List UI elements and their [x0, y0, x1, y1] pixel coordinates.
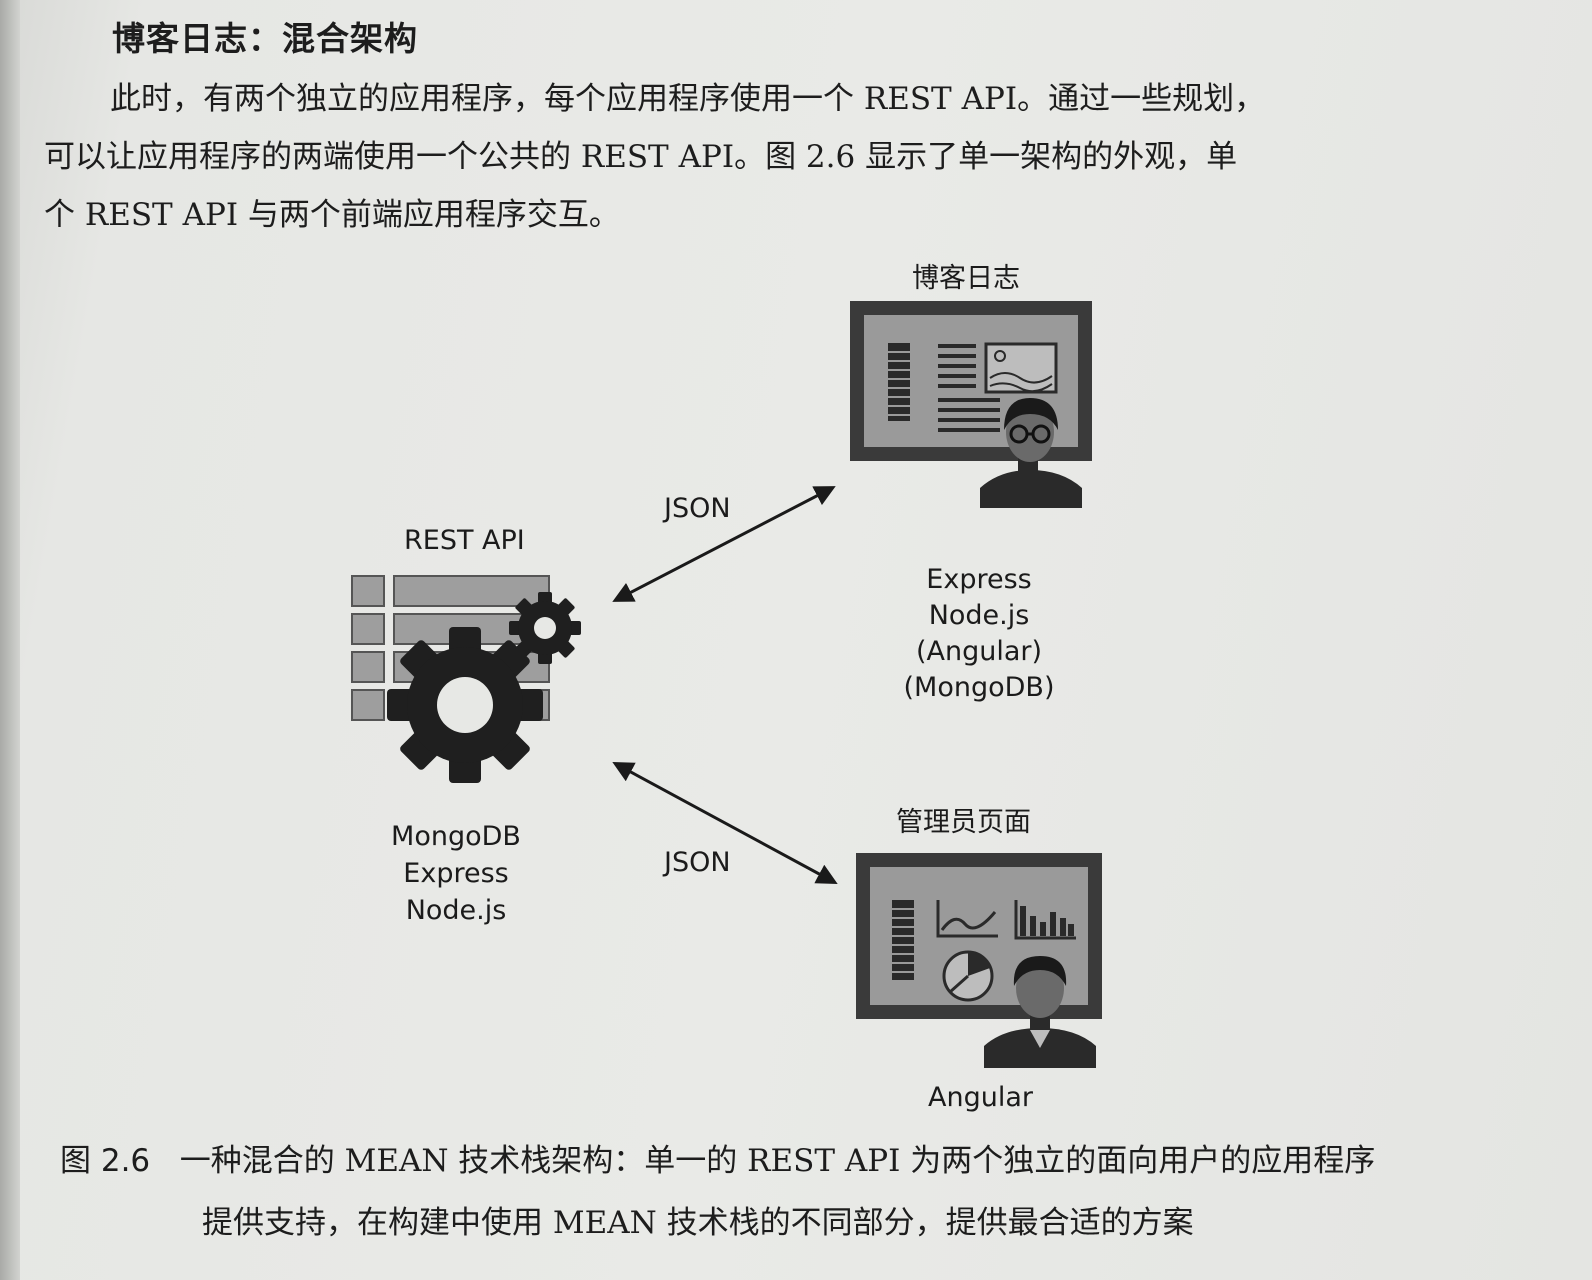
admin-stack-item: Angular: [928, 1082, 1033, 1113]
blog-title: 博客日志: [912, 263, 1020, 294]
rest-api-label: REST API: [404, 525, 525, 556]
json-label-top: JSON: [664, 493, 731, 524]
figure-number: 图 2.6: [60, 1143, 151, 1179]
admin-screen-icon: [856, 853, 1102, 1019]
api-stack-list: MongoDB Express Node.js: [380, 818, 532, 929]
big-gear-icon: [387, 627, 543, 783]
json-label-bottom: JSON: [664, 847, 731, 878]
caption-line-2: 提供支持，在构建中使用 MEAN 技术栈的不同部分，提供最合适的方案: [202, 1205, 1194, 1241]
caption-line-1: 一种混合的 MEAN 技术栈架构：单一的 REST API 为两个独立的面向用户…: [179, 1143, 1376, 1179]
blog-stack-item: Node.js: [928, 600, 1030, 631]
small-gear-icon: [509, 592, 581, 664]
blog-stack-item: Express: [926, 564, 1032, 595]
book-spine-shadow: [0, 0, 20, 1280]
json-arrow-blog: [612, 486, 836, 602]
section-heading: 博客日志：混合架构: [112, 19, 418, 58]
api-stack-item: Express: [403, 858, 509, 889]
admin-title: 管理员页面: [896, 807, 1031, 838]
blog-screen-icon: [850, 301, 1092, 461]
paragraph-line: 此时，有两个独立的应用程序，每个应用程序使用一个 REST API。通过一些规划…: [110, 81, 1266, 117]
blog-stack-item: (MongoDB): [903, 672, 1055, 703]
paragraph-line: 个 REST API 与两个前端应用程序交互。: [44, 197, 620, 233]
body-paragraph: 此时，有两个独立的应用程序，每个应用程序使用一个 REST API。通过一些规划…: [44, 70, 1414, 244]
api-stack-item: Node.js: [405, 895, 507, 926]
api-stack-item: MongoDB: [391, 821, 521, 852]
json-arrow-admin: [612, 762, 838, 884]
figure-caption: 图 2.6 一种混合的 MEAN 技术栈架构：单一的 REST API 为两个独…: [60, 1130, 1460, 1254]
blog-user-avatar: [980, 398, 1082, 508]
admin-user-avatar: [984, 956, 1096, 1068]
paragraph-line: 可以让应用程序的两端使用一个公共的 REST API。图 2.6 显示了单一架构…: [44, 139, 1238, 175]
blog-stack-list: Express Node.js (Angular) (MongoDB): [894, 562, 1064, 706]
blog-stack-item: (Angular): [915, 636, 1043, 667]
